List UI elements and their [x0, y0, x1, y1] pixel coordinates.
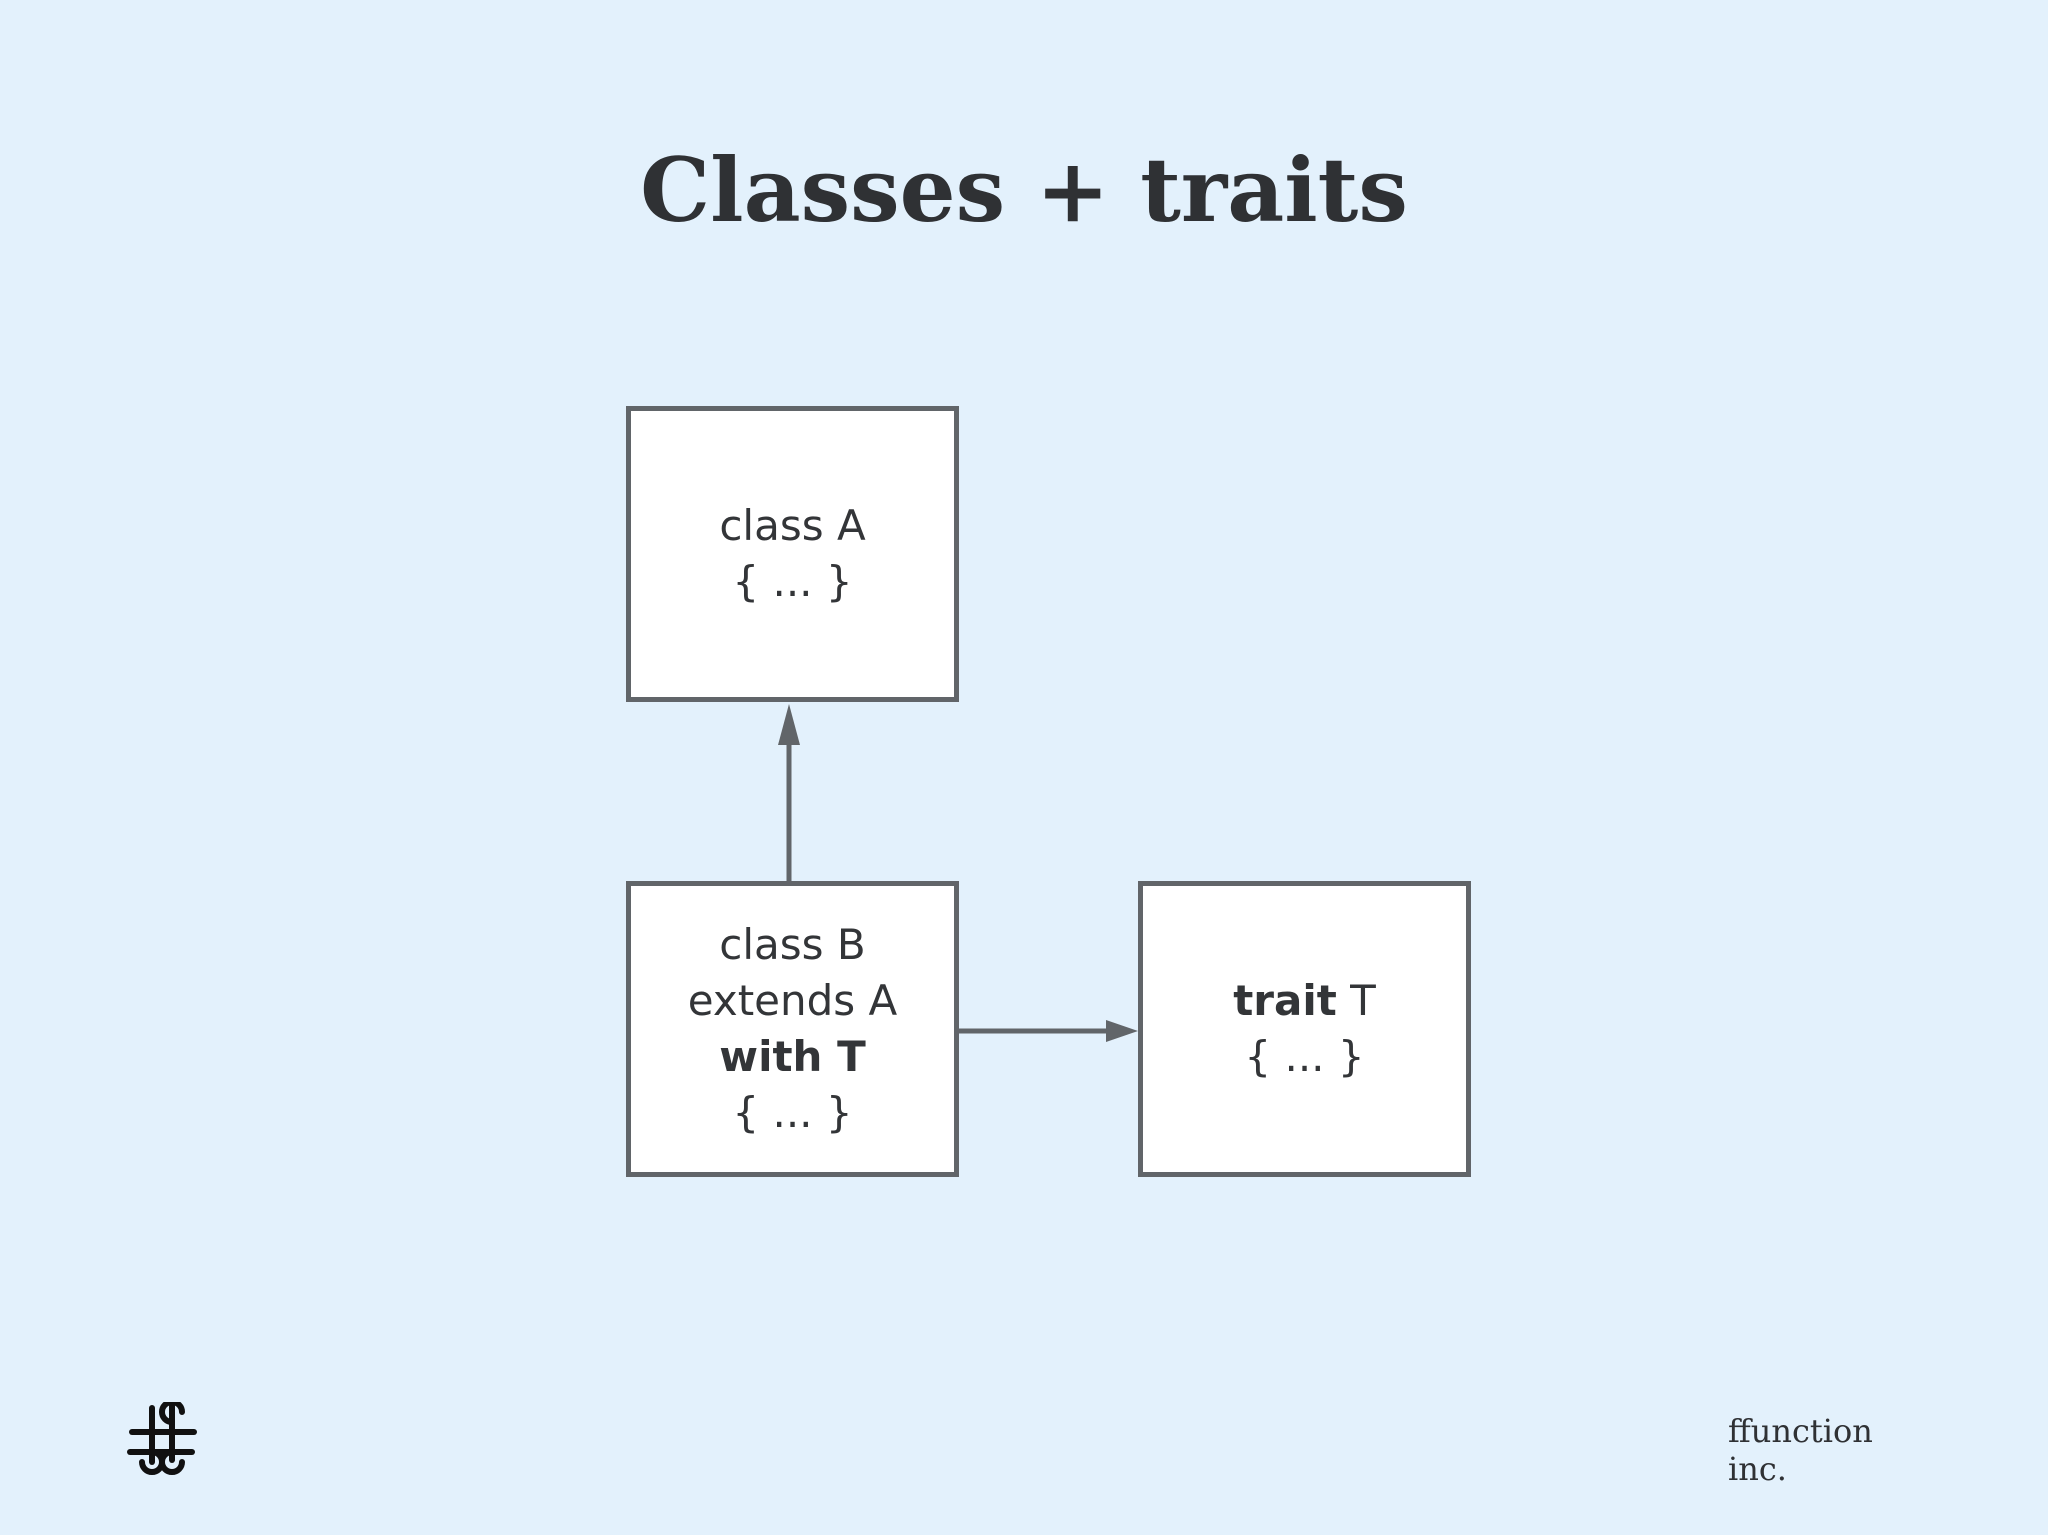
class-a-body: { ... } — [732, 557, 853, 606]
class-b-box: class B extends A with T { ... } — [626, 881, 959, 1177]
class-b-extends: extends A — [687, 976, 898, 1025]
trait-t-box: trait T { ... } — [1138, 881, 1471, 1177]
arrowhead-up-icon — [778, 704, 800, 745]
trait-t-body: { ... } — [1244, 1032, 1365, 1081]
page-title: Classes + traits — [640, 138, 1408, 242]
company-name-line1: ffunction — [1728, 1412, 1873, 1450]
class-b-label: class B — [719, 920, 866, 969]
trait-name: T — [1336, 976, 1376, 1025]
trait-t-label: trait T — [1233, 973, 1376, 1029]
company-name: ffunction inc. — [1728, 1412, 1873, 1488]
class-b-body: { ... } — [732, 1088, 853, 1137]
edge-b-to-a — [778, 704, 800, 881]
class-a-label: class A — [719, 501, 866, 550]
class-a-box: class A { ... } — [626, 406, 959, 702]
trait-keyword: trait — [1233, 976, 1337, 1025]
class-b-with: with T — [719, 1032, 866, 1081]
company-name-line2: inc. — [1728, 1450, 1787, 1488]
command-key-icon — [127, 1402, 197, 1475]
edge-b-to-t — [959, 1020, 1138, 1042]
arrowhead-right-icon — [1106, 1020, 1138, 1042]
